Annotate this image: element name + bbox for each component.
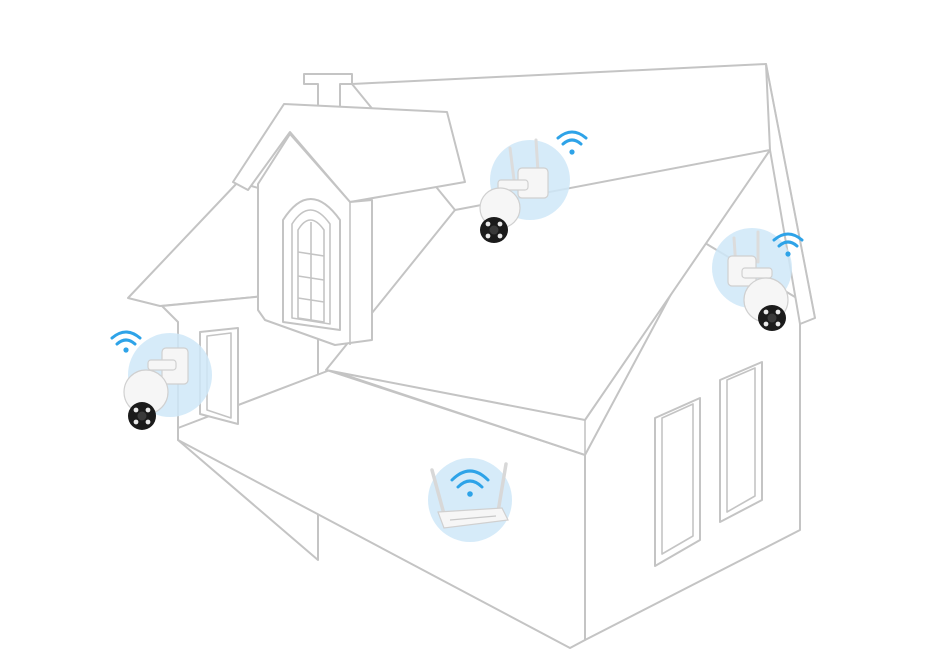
wifi-signal-icon	[785, 251, 790, 256]
house-outline	[128, 64, 815, 648]
wifi-signal-icon	[569, 149, 574, 154]
right-door-2	[720, 362, 762, 522]
left-roof	[128, 182, 265, 306]
wifi-signal-icon	[123, 347, 128, 352]
right-door-1	[655, 398, 700, 566]
front-wall	[178, 370, 585, 648]
arched-window	[283, 199, 340, 330]
wifi-signal-icon	[467, 491, 473, 497]
wifi-router	[428, 458, 512, 542]
